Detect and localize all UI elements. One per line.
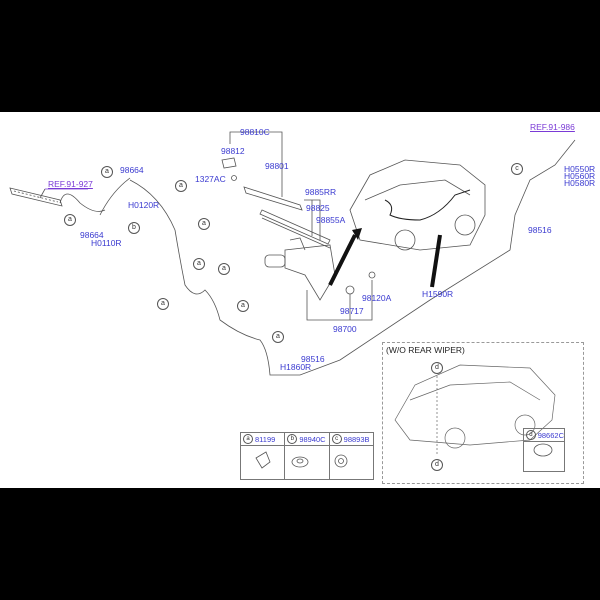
callout-a: a	[218, 263, 230, 275]
callout-b: b	[128, 222, 140, 234]
legend-part-81199[interactable]: 81199	[255, 434, 276, 444]
clip-icon	[241, 446, 284, 479]
part-9885rr[interactable]: 9885RR	[305, 187, 337, 197]
grommet-icon	[285, 446, 328, 479]
part-98812[interactable]: 98812	[221, 146, 245, 156]
part-h0580r[interactable]: H0580R	[564, 178, 596, 188]
legend-part-98893b[interactable]: 98893B	[343, 434, 370, 444]
callout-a: a	[101, 166, 113, 178]
callout-a: a	[272, 331, 284, 343]
callout-d: d	[526, 430, 536, 440]
part-98717[interactable]: 98717	[340, 306, 364, 316]
callout-a: a	[157, 298, 169, 310]
legend-part-98940c[interactable]: 98940C	[299, 434, 326, 444]
variant-title: (W/O REAR WIPER)	[386, 345, 465, 355]
callout-a: a	[175, 180, 187, 192]
callout-d: d	[431, 459, 443, 471]
callout-a: a	[243, 434, 253, 444]
part-98664-top[interactable]: 98664	[120, 165, 144, 175]
callout-b: b	[287, 434, 298, 444]
callout-a: a	[198, 218, 210, 230]
part-98825[interactable]: 98825	[306, 203, 330, 213]
part-98801[interactable]: 98801	[265, 161, 289, 171]
part-98855a[interactable]: 98855A	[316, 215, 346, 225]
part-h0560r[interactable]: H0560R	[564, 171, 596, 181]
part-98810c[interactable]: 98810C	[240, 127, 270, 137]
callout-c: c	[511, 163, 523, 175]
part-h0550r[interactable]: H0550R	[564, 164, 596, 174]
cap-icon	[330, 446, 373, 479]
callout-c: c	[331, 434, 342, 444]
part-98700[interactable]: 98700	[333, 324, 357, 334]
without-rear-wiper-box: (W/O REAR WIPER)	[382, 342, 584, 484]
part-98516-right[interactable]: 98516	[528, 225, 552, 235]
part-h1590r[interactable]: H1590R	[422, 289, 454, 299]
part-98516-bottom[interactable]: 98516	[301, 354, 325, 364]
legend-part-98662c[interactable]: 98662C	[537, 430, 564, 440]
callout-a: a	[64, 214, 76, 226]
part-1327ac[interactable]: 1327AC	[195, 174, 226, 184]
ref-91-927[interactable]: REF.91-927	[48, 179, 93, 189]
part-h1860r[interactable]: H1860R	[280, 362, 312, 372]
part-98664-bottom[interactable]: 98664	[80, 230, 104, 240]
callout-a: a	[237, 300, 249, 312]
callout-a: a	[193, 258, 205, 270]
part-98120a[interactable]: 98120A	[362, 293, 392, 303]
part-h0120r[interactable]: H0120R	[128, 200, 160, 210]
callout-d: d	[431, 362, 443, 374]
part-h0110r[interactable]: H0110R	[91, 238, 122, 248]
diagram-canvas	[0, 112, 600, 488]
ref-91-986[interactable]: REF.91-986	[530, 122, 575, 132]
